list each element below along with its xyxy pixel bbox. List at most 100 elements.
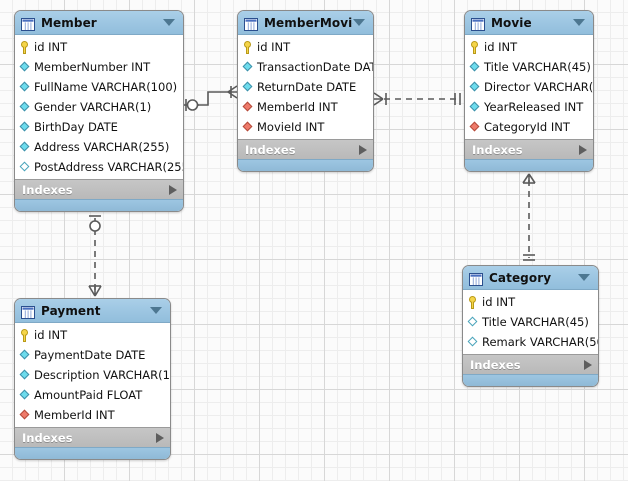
diamond-outline-icon [468, 317, 479, 328]
diamond-icon [20, 102, 31, 113]
column-row[interactable]: id INT [238, 37, 373, 57]
table-name: Payment [41, 303, 101, 318]
triangle-right-icon[interactable] [156, 432, 164, 443]
column-row[interactable]: id INT [465, 37, 593, 57]
indexes-label: Indexes [22, 430, 73, 445]
column-row[interactable]: Title VARCHAR(45) [463, 312, 598, 332]
chevron-down-icon[interactable] [163, 19, 175, 26]
column-row[interactable]: Gender VARCHAR(1) [15, 97, 183, 117]
column-label: MemberNumber INT [34, 60, 151, 74]
column-row[interactable]: Title VARCHAR(45) [465, 57, 593, 77]
column-row[interactable]: id INT [463, 292, 598, 312]
column-row[interactable]: Address VARCHAR(255) [15, 137, 183, 157]
table-payment[interactable]: Payment id INT PaymentDate DATE Description… [14, 298, 171, 460]
column-label: id INT [34, 328, 68, 342]
table-name: Movie [491, 15, 532, 30]
column-row[interactable]: MemberNumber INT [15, 57, 183, 77]
diamond-fk-icon [470, 122, 481, 133]
column-row[interactable]: AmountPaid FLOAT [15, 385, 170, 405]
diamond-icon [470, 82, 481, 93]
column-label: id INT [482, 295, 516, 309]
table-header[interactable]: Movie [465, 11, 593, 35]
table-header[interactable]: Category [463, 266, 598, 290]
indexes-section[interactable]: Indexes [465, 139, 593, 159]
diamond-icon [470, 62, 481, 73]
column-list: id INT Title VARCHAR(45) Director VARCHAR(… [465, 35, 593, 139]
column-label: AmountPaid FLOAT [34, 388, 143, 402]
column-row[interactable]: MemberId INT [15, 405, 170, 425]
column-label: FullName VARCHAR(100) [34, 80, 178, 94]
column-label: MemberId INT [34, 408, 115, 422]
column-label: PostAddress VARCHAR(255) [34, 160, 184, 174]
table-category[interactable]: Category id INT Title VARCHAR(45) Remark VA… [462, 265, 599, 387]
diamond-fk-icon [20, 410, 31, 421]
indexes-section[interactable]: Indexes [15, 427, 170, 447]
column-label: Director VARCHAR(45) [484, 80, 594, 94]
chevron-down-icon[interactable] [573, 19, 585, 26]
triangle-right-icon[interactable] [169, 184, 177, 195]
column-row[interactable]: id INT [15, 325, 170, 345]
column-row[interactable]: id INT [15, 37, 183, 57]
relationship-membermovie-movie[interactable] [373, 92, 461, 106]
column-row[interactable]: MemberId INT [238, 97, 373, 117]
diamond-icon [20, 82, 31, 93]
column-row[interactable]: MovieId INT [238, 117, 373, 137]
relationship-movie-category[interactable] [522, 173, 536, 261]
column-row[interactable]: Remark VARCHAR(500) [463, 332, 598, 352]
column-label: id INT [257, 40, 291, 54]
chevron-down-icon[interactable] [578, 274, 590, 281]
column-list: id INT MemberNumber INT FullName VARCHAR(1… [15, 35, 183, 179]
indexes-section[interactable]: Indexes [238, 139, 373, 159]
column-list: id INT Title VARCHAR(45) Remark VARCHAR(50… [463, 290, 598, 354]
column-row[interactable]: YearReleased INT [465, 97, 593, 117]
column-row[interactable]: PaymentDate DATE [15, 345, 170, 365]
column-label: TransactionDate DATE [257, 60, 374, 74]
diamond-fk-icon [243, 122, 254, 133]
table-header[interactable]: Payment [15, 299, 170, 323]
column-label: PaymentDate DATE [34, 348, 146, 362]
column-row[interactable]: PostAddress VARCHAR(255) [15, 157, 183, 177]
table-icon [21, 16, 35, 31]
table-movie[interactable]: Movie id INT Title VARCHAR(45) Director VAR… [464, 10, 594, 172]
column-row[interactable]: FullName VARCHAR(100) [15, 77, 183, 97]
triangle-right-icon[interactable] [359, 144, 367, 155]
indexes-section[interactable]: Indexes [15, 179, 183, 199]
relationship-member-membermovie[interactable] [184, 85, 238, 111]
column-list: id INT TransactionDate DATE ReturnDate DAT… [238, 35, 373, 139]
key-icon [20, 328, 31, 342]
chevron-down-icon[interactable] [353, 19, 365, 26]
indexes-label: Indexes [245, 142, 296, 157]
diamond-icon [20, 142, 31, 153]
column-label: ReturnDate DATE [257, 80, 357, 94]
table-footer-strip [238, 159, 373, 171]
column-label: Description VARCHAR(100) [34, 368, 170, 382]
column-label: CategoryId INT [484, 120, 570, 134]
table-membermovie[interactable]: MemberMovie id INT TransactionDate DATE Ret… [237, 10, 374, 172]
column-label: Title VARCHAR(45) [484, 60, 591, 74]
key-icon [243, 40, 254, 54]
table-icon [244, 16, 258, 31]
table-name: Category [489, 270, 552, 285]
column-row[interactable]: CategoryId INT [465, 117, 593, 137]
table-footer-strip [15, 447, 170, 459]
column-row[interactable]: BirthDay DATE [15, 117, 183, 137]
table-header[interactable]: MemberMovie [238, 11, 373, 35]
column-label: id INT [34, 40, 68, 54]
column-label: YearReleased INT [484, 100, 584, 114]
chevron-down-icon[interactable] [150, 307, 162, 314]
key-icon [20, 40, 31, 54]
column-row[interactable]: ReturnDate DATE [238, 77, 373, 97]
table-header[interactable]: Member [15, 11, 183, 35]
column-row[interactable]: Director VARCHAR(45) [465, 77, 593, 97]
triangle-right-icon[interactable] [584, 359, 592, 370]
column-label: MemberId INT [257, 100, 338, 114]
diamond-icon [20, 390, 31, 401]
table-member[interactable]: Member id INT MemberNumber INT FullName VAR… [14, 10, 184, 212]
column-row[interactable]: Description VARCHAR(100) [15, 365, 170, 385]
relationship-member-payment[interactable] [88, 215, 102, 297]
triangle-right-icon[interactable] [579, 144, 587, 155]
column-row[interactable]: TransactionDate DATE [238, 57, 373, 77]
column-label: Title VARCHAR(45) [482, 315, 589, 329]
indexes-section[interactable]: Indexes [463, 354, 598, 374]
